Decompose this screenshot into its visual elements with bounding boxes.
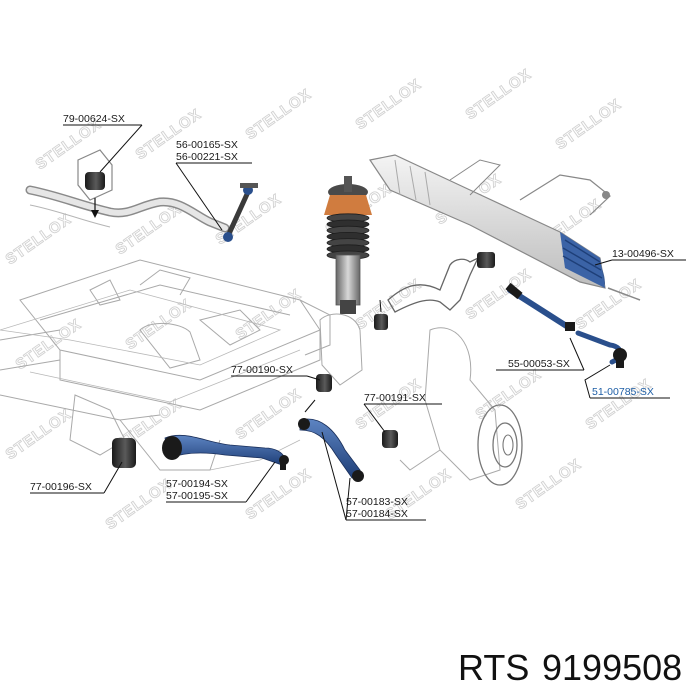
watermark-text: STELLOX [3,211,75,269]
label-13-00496: 13-00496-SX [612,248,674,260]
steering-rack [369,154,641,301]
label-56-00221: 56-00221-SX [176,151,238,163]
label-79-00624: 79-00624-SX [63,113,125,125]
tie-rod-end [575,330,627,368]
watermark-text: STELLOX [573,276,645,334]
label-77-00190: 77-00190-SX [231,364,293,376]
watermark-text: STELLOX [353,76,425,134]
watermark-text: STELLOX [513,456,585,514]
watermark-text: STELLOX [213,191,285,249]
label-57-00184: 57-00184-SX [346,508,408,520]
footer-part-number: 9199508 [542,647,682,688]
knuckle-hub [319,313,523,486]
label-57-00194: 57-00194-SX [166,478,228,490]
callout-labels: 79-00624-SX 56-00165-SX 56-00221-SX 13-0… [30,113,674,520]
footer-brand: RTS [458,647,529,688]
bushing-77-00190 [316,374,332,392]
label-77-00191: 77-00191-SX [364,392,426,404]
label-77-00196: 77-00196-SX [30,481,92,493]
label-55-00053: 55-00053-SX [508,358,570,370]
watermark-text: STELLOX [463,266,535,324]
inner-tie-rod [505,282,575,331]
bushing-77-00196 [112,438,136,468]
watermark-text: STELLOX [553,96,625,154]
footer: RTS 9199508 [458,647,682,688]
lower-arm-front [298,418,364,482]
watermark-text: STELLOX [243,86,315,144]
upper-control-arm [374,252,495,330]
label-56-00165: 56-00165-SX [176,139,238,151]
label-51-00785: 51-00785-SX [592,386,654,398]
label-57-00195: 57-00195-SX [166,490,228,502]
lower-arm-rear [162,434,289,470]
watermark-text: STELLOX [103,476,175,534]
leader-lines [30,124,686,521]
watermark-text: STELLOX [473,366,545,424]
stabilizer-bar [25,185,230,233]
watermark-text: STELLOX [3,406,75,464]
strut-spring [324,176,372,314]
subframe [0,259,331,471]
watermark-text: STELLOX [13,316,85,374]
watermark-text: STELLOX [463,66,535,124]
stabilizer-bushing [77,149,113,218]
label-57-00183: 57-00183-SX [346,496,408,508]
watermark-text: STELLOX [233,386,305,444]
watermark-text: STELLOX [243,466,315,524]
bushing-77-00191 [382,430,398,448]
watermark-text: STELLOX [583,376,655,434]
stabilizer-link [223,183,258,242]
watermark-text: STELLOX [353,276,425,334]
